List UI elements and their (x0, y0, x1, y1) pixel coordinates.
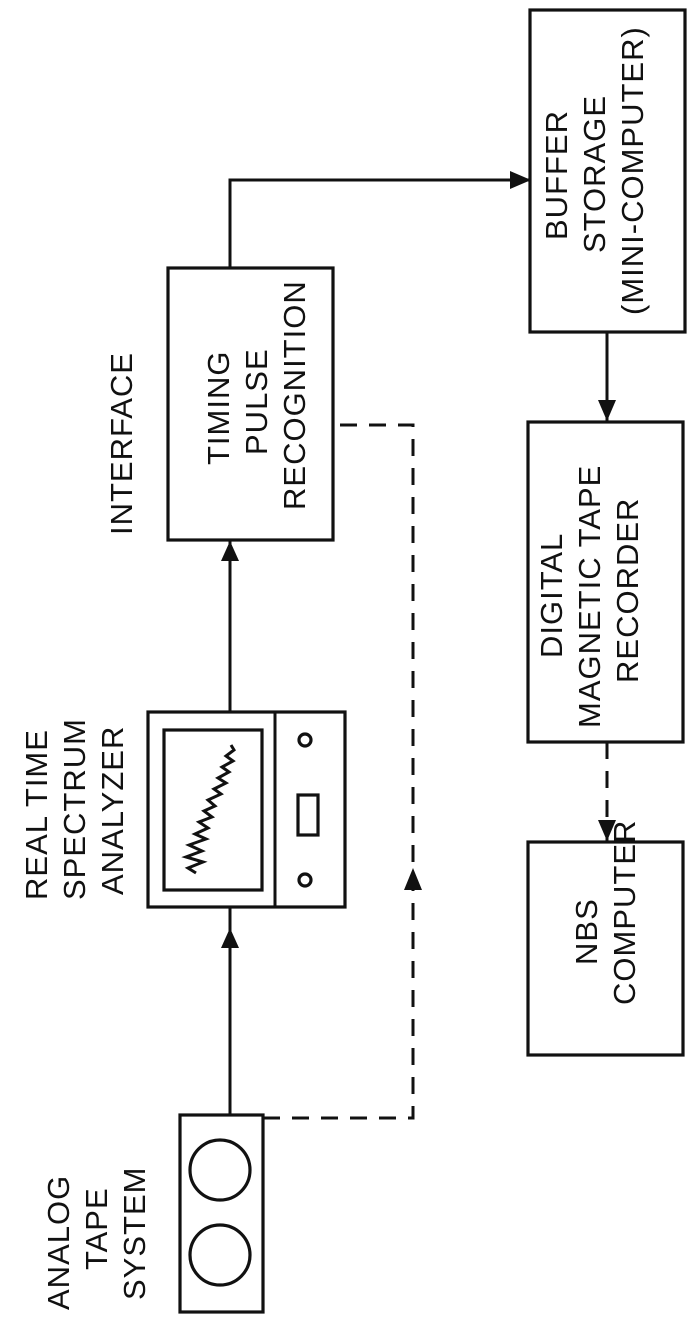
label-line: INTERFACE (104, 352, 139, 535)
label-line: PULSE (239, 348, 274, 455)
label-line: ANALOG (41, 1175, 76, 1310)
spectrum-trace (186, 745, 234, 873)
connector-interface-to-buffer (230, 180, 530, 268)
label-line: SPECTRUM (57, 718, 92, 900)
spectrum-analyzer-box (148, 712, 345, 907)
interface-label: TIMING PULSE RECOGNITION (201, 280, 312, 510)
analog-tape-box (180, 1115, 263, 1312)
arrow-down-icon (598, 400, 616, 421)
label-line: STORAGE (577, 95, 612, 253)
knob-icon (299, 734, 311, 746)
analog-tape-label: ANALOG TAPE SYSTEM (41, 1167, 152, 1310)
nbs-computer-block (528, 842, 683, 1055)
label-line: MAGNETIC TAPE (572, 465, 607, 728)
nbs-computer-box (528, 842, 683, 1055)
arrow-up-icon (221, 928, 239, 948)
spectrum-analyzer-label: REAL TIME SPECTRUM ANALYZER (19, 718, 130, 900)
connector-timing-dashed (263, 425, 413, 1118)
label-line: SYSTEM (117, 1167, 152, 1300)
analyzer-screen (164, 730, 262, 890)
arrow-up-icon (404, 868, 422, 890)
label-line: TIMING (201, 351, 236, 466)
digital-recorder-label: DIGITAL MAGNETIC TAPE RECORDER (534, 465, 645, 728)
arrow-up-icon (221, 541, 239, 561)
label-line: RECOGNITION (277, 280, 312, 510)
tape-reel-icon (190, 1225, 250, 1285)
interface-heading: INTERFACE (104, 352, 139, 535)
spectrum-analyzer (148, 712, 345, 907)
knob-icon (299, 874, 311, 886)
display-slot (298, 795, 318, 835)
label-line: COMPUTER (607, 820, 642, 1005)
label-line: TAPE (79, 1187, 114, 1270)
analog-tape-system (180, 1115, 263, 1312)
nbs-computer-label: NBS COMPUTER (569, 820, 642, 1005)
arrow-right-icon (510, 171, 531, 189)
label-line: RECORDER (610, 498, 645, 683)
label-line: (MINI-COMPUTER) (615, 26, 650, 315)
buffer-storage-label: BUFFER STORAGE (MINI-COMPUTER) (539, 26, 650, 315)
label-line: DIGITAL (534, 533, 569, 658)
label-line: ANALYZER (95, 726, 130, 895)
tape-reel-icon (190, 1140, 250, 1200)
label-line: NBS (569, 898, 604, 965)
label-line: BUFFER (539, 110, 574, 240)
label-line: REAL TIME (19, 729, 54, 900)
